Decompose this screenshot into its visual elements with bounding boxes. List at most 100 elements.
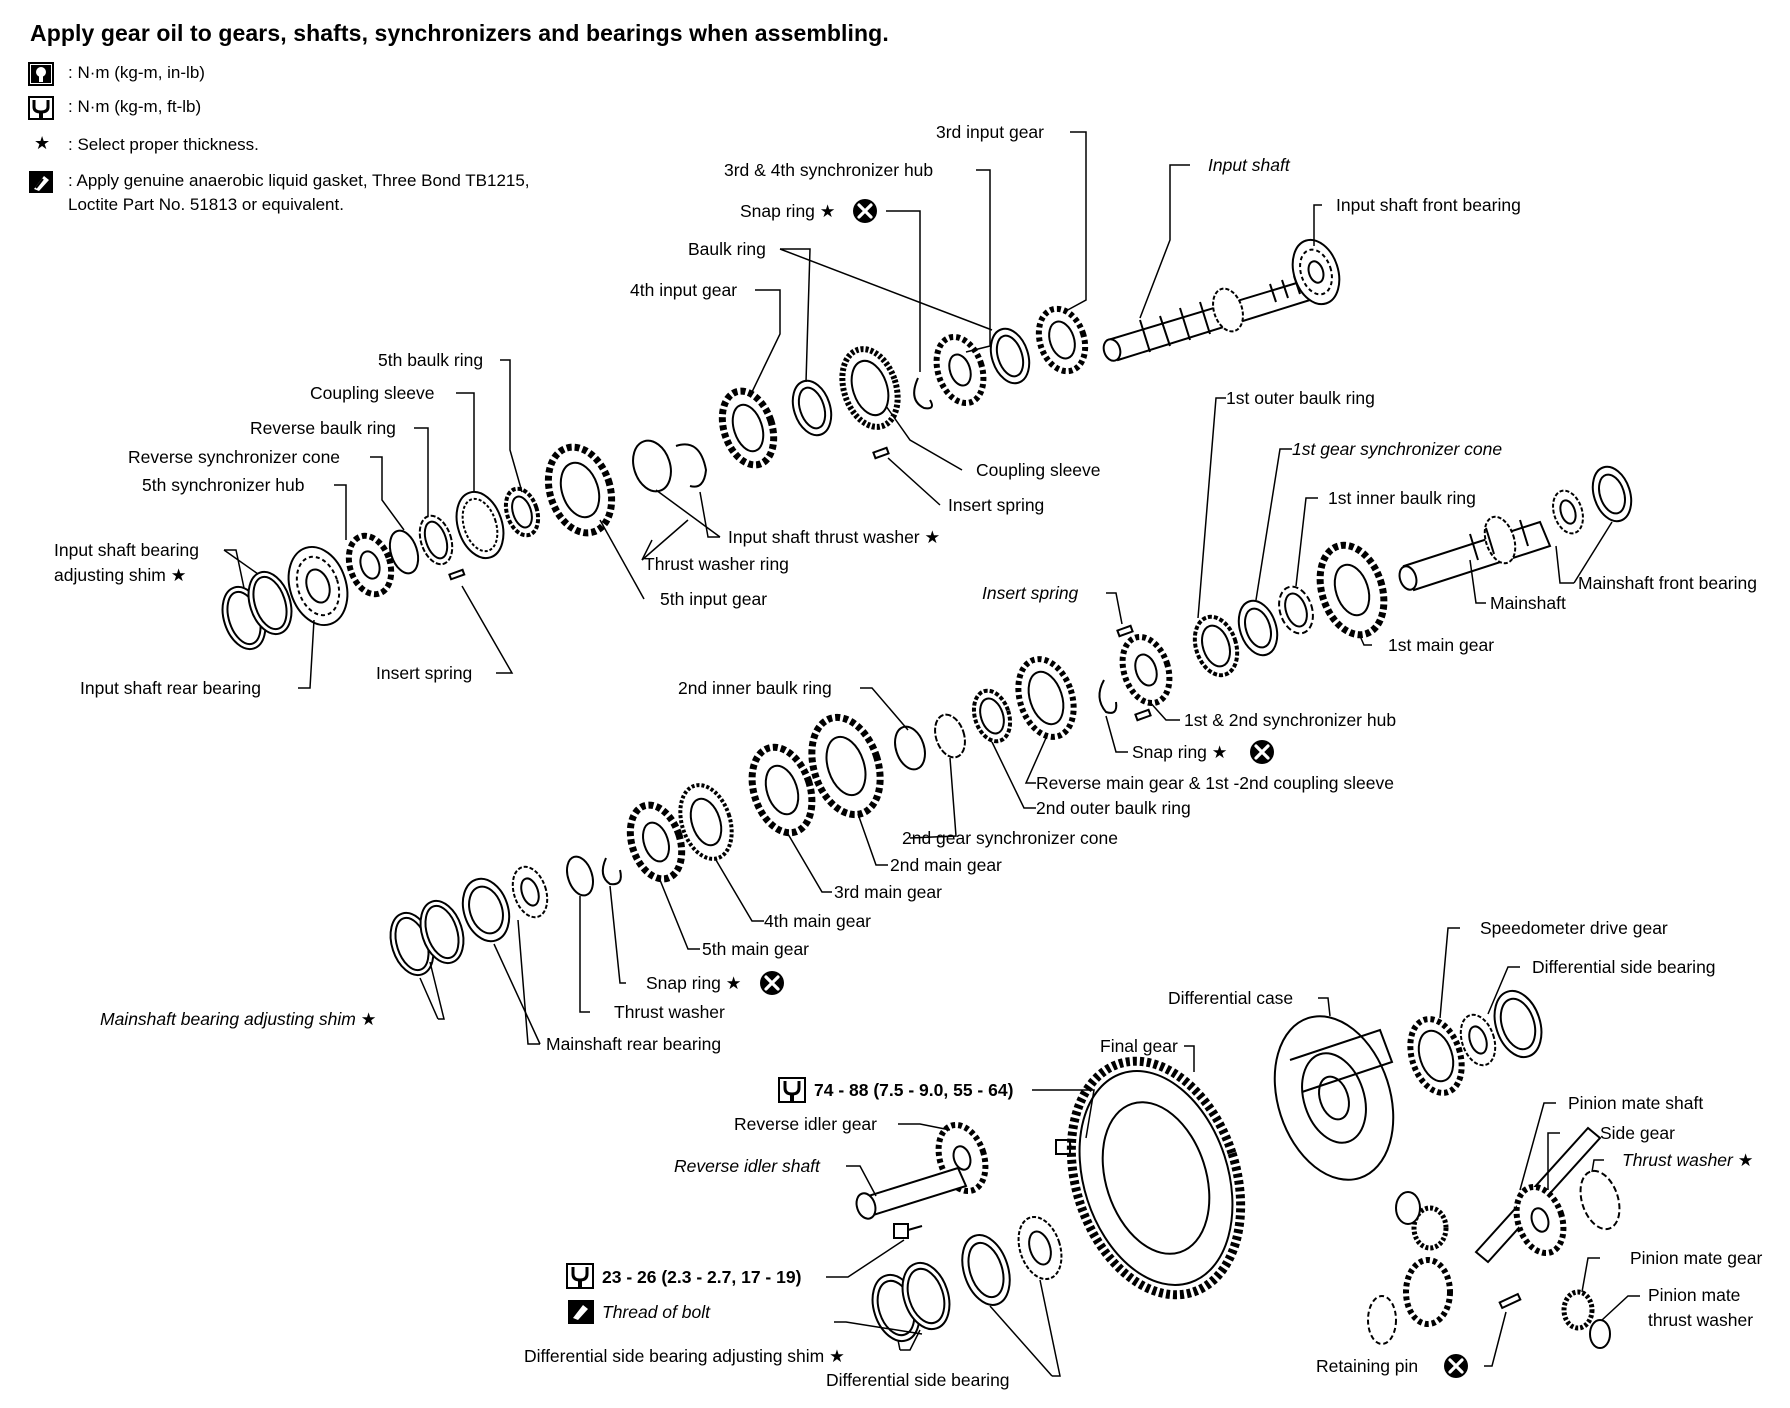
- input-shaft-rear-bearing-part: [287, 545, 349, 627]
- label-differential-side-bearing-lower: Differential side bearing: [826, 1370, 1010, 1390]
- retaining-pin-part: [1498, 1292, 1522, 1310]
- reverse-main-gear-part: [1015, 656, 1077, 740]
- torque-wrench-ftlb-icon: [565, 1262, 595, 1290]
- label-second-main-gear: 2nd main gear: [890, 855, 1002, 875]
- circled-x-icon: [758, 969, 786, 997]
- label-pinion-mate-gear: Pinion mate gear: [1630, 1248, 1762, 1268]
- fifth-synchronizer-hub-part: [345, 532, 395, 598]
- speedometer-drive-gear-part: [1407, 1016, 1465, 1096]
- label-mainshaft-bearing-adjusting-shim: Mainshaft bearing adjusting shim ★: [100, 1009, 376, 1029]
- page-title: Apply gear oil to gears, shafts, synchro…: [30, 20, 889, 46]
- fifth-baulk-ring-part: [503, 486, 541, 538]
- legend-select-thickness-text: : Select proper thickness.: [68, 135, 259, 154]
- coupling-sleeve-right-part: [839, 346, 901, 430]
- label-first-gear-synchronizer-cone: 1st gear synchronizer cone: [1292, 439, 1502, 459]
- label-first-inner-baulk-ring: 1st inner baulk ring: [1328, 488, 1476, 508]
- legend-torque-inlb-text: : N·m (kg-m, in-lb): [68, 63, 205, 82]
- torque-wrench-inlb-icon: [28, 62, 54, 86]
- differential-side-bearing-lower-part: [961, 1215, 1063, 1306]
- label-third-input-gear: 3rd input gear: [936, 122, 1044, 142]
- label-insert-spring-upper: Insert spring: [948, 495, 1044, 515]
- label-reverse-idler-shaft: Reverse idler shaft: [674, 1156, 821, 1176]
- label-thrust-washer-ring: Thrust washer ring: [644, 554, 789, 574]
- label-coupling-sleeve-left: Coupling sleeve: [310, 383, 435, 403]
- differential-side-bearing-upper-part: [1459, 989, 1543, 1067]
- label-baulk-ring: Baulk ring: [688, 239, 766, 259]
- label-side-gear: Side gear: [1600, 1123, 1675, 1143]
- circled-x-icon: [1248, 738, 1276, 766]
- input-shaft-row: [221, 238, 1341, 651]
- label-first-outer-baulk-ring: 1st outer baulk ring: [1226, 388, 1375, 408]
- label-3rd-4th-synchronizer-hub: 3rd & 4th synchronizer hub: [724, 160, 933, 180]
- label-reverse-idler-gear: Reverse idler gear: [734, 1114, 877, 1134]
- torque-wrench-ftlb-icon: [28, 96, 54, 120]
- leader-lines: [223, 131, 1640, 1377]
- label-pinion-mate-thrust-washer-1: Pinion mate: [1648, 1285, 1740, 1305]
- second-main-gear-part: [808, 713, 884, 819]
- thrust-washer-lower-part: [566, 855, 594, 897]
- insert-spring-left-part: [448, 568, 466, 581]
- liquid-gasket-icon: [29, 171, 53, 193]
- insert-spring-upper-part: [872, 446, 890, 460]
- label-thread-of-bolt: Thread of bolt: [602, 1302, 711, 1322]
- label-input-shaft-thrust-washer: Input shaft thrust washer ★: [728, 527, 940, 547]
- thrust-washer-ring-part: [632, 439, 672, 493]
- input-shaft-thrust-washer-part: [675, 443, 708, 488]
- input-shaft-bearing-adjusting-shim-part: [221, 570, 293, 651]
- second-inner-baulk-ring-part: [894, 725, 926, 771]
- label-torque-final-gear: 74 - 88 (7.5 - 9.0, 55 - 64): [814, 1080, 1013, 1100]
- third-input-gear-part: [1035, 305, 1089, 375]
- baulk-ring-upper-part: [989, 327, 1031, 385]
- label-input-shaft-bearing-shim-1: Input shaft bearing: [54, 540, 199, 560]
- side-gear-part: [1513, 1183, 1567, 1257]
- fifth-input-gear-part: [544, 443, 616, 537]
- label-reverse-synchronizer-cone: Reverse synchronizer cone: [128, 447, 340, 467]
- third-fourth-synchronizer-hub-part: [933, 333, 987, 407]
- fourth-main-gear-part: [678, 783, 734, 861]
- pinion-mate-gear-part: [1403, 1205, 1595, 1331]
- label-pinion-mate-shaft: Pinion mate shaft: [1568, 1093, 1703, 1113]
- diff-side-bearing-shim-part: [871, 1261, 951, 1343]
- label-input-shaft-rear-bearing: Input shaft rear bearing: [80, 678, 261, 698]
- reverse-baulk-ring-part: [418, 514, 454, 566]
- label-fourth-input-gear: 4th input gear: [630, 280, 737, 300]
- first-main-gear-part: [1316, 541, 1388, 639]
- input-shaft-part: [1102, 275, 1312, 362]
- reverse-synchronizer-cone-part: [388, 529, 420, 575]
- second-gear-synchronizer-cone-part: [934, 713, 966, 759]
- label-thrust-washer-lower: Thrust washer: [614, 1002, 725, 1022]
- pinion-mate-thrust-washer-part: [1367, 1191, 1611, 1349]
- snap-ring-upper-part: [913, 377, 933, 410]
- mainshaft-row: [389, 465, 1633, 977]
- label-mainshaft-rear-bearing: Mainshaft rear bearing: [546, 1034, 721, 1054]
- label-insert-spring-lower-left: Insert spring: [376, 663, 472, 683]
- star-icon: ★: [34, 133, 51, 153]
- labels: 3rd input gear Input shaft 3rd & 4th syn…: [54, 122, 1762, 1390]
- label-mainshaft-front-bearing: Mainshaft front bearing: [1578, 573, 1757, 593]
- idler-bolt-part: [893, 1223, 923, 1239]
- label-retaining-pin: Retaining pin: [1316, 1356, 1418, 1376]
- label-fifth-main-gear: 5th main gear: [702, 939, 809, 959]
- first-gear-synchronizer-cone-part: [1237, 599, 1279, 657]
- label-third-main-gear: 3rd main gear: [834, 882, 942, 902]
- label-coupling-sleeve-right: Coupling sleeve: [976, 460, 1101, 480]
- label-input-shaft: Input shaft: [1208, 155, 1291, 175]
- label-input-shaft-front-bearing: Input shaft front bearing: [1336, 195, 1521, 215]
- label-snap-ring-mid: Snap ring ★: [1132, 742, 1227, 762]
- baulk-ring-lower-part: [791, 379, 833, 437]
- fourth-input-gear-part: [718, 387, 778, 469]
- label-fifth-synchronizer-hub: 5th synchronizer hub: [142, 475, 304, 495]
- differential-case-part: [1273, 1015, 1395, 1181]
- mainshaft-part: [1398, 515, 1552, 592]
- thrust-washer-diff-part: [1579, 1169, 1621, 1231]
- label-fourth-main-gear: 4th main gear: [764, 911, 871, 931]
- legend-gasket-line2: Loctite Part No. 51813 or equivalent.: [68, 195, 344, 214]
- first-inner-baulk-ring-part: [1278, 585, 1314, 635]
- first-second-synchronizer-hub-part: [1116, 624, 1173, 722]
- label-differential-case: Differential case: [1168, 988, 1293, 1008]
- label-reverse-baulk-ring: Reverse baulk ring: [250, 418, 396, 438]
- label-first-main-gear: 1st main gear: [1388, 635, 1494, 655]
- input-shaft-front-bearing-part: [1291, 238, 1341, 306]
